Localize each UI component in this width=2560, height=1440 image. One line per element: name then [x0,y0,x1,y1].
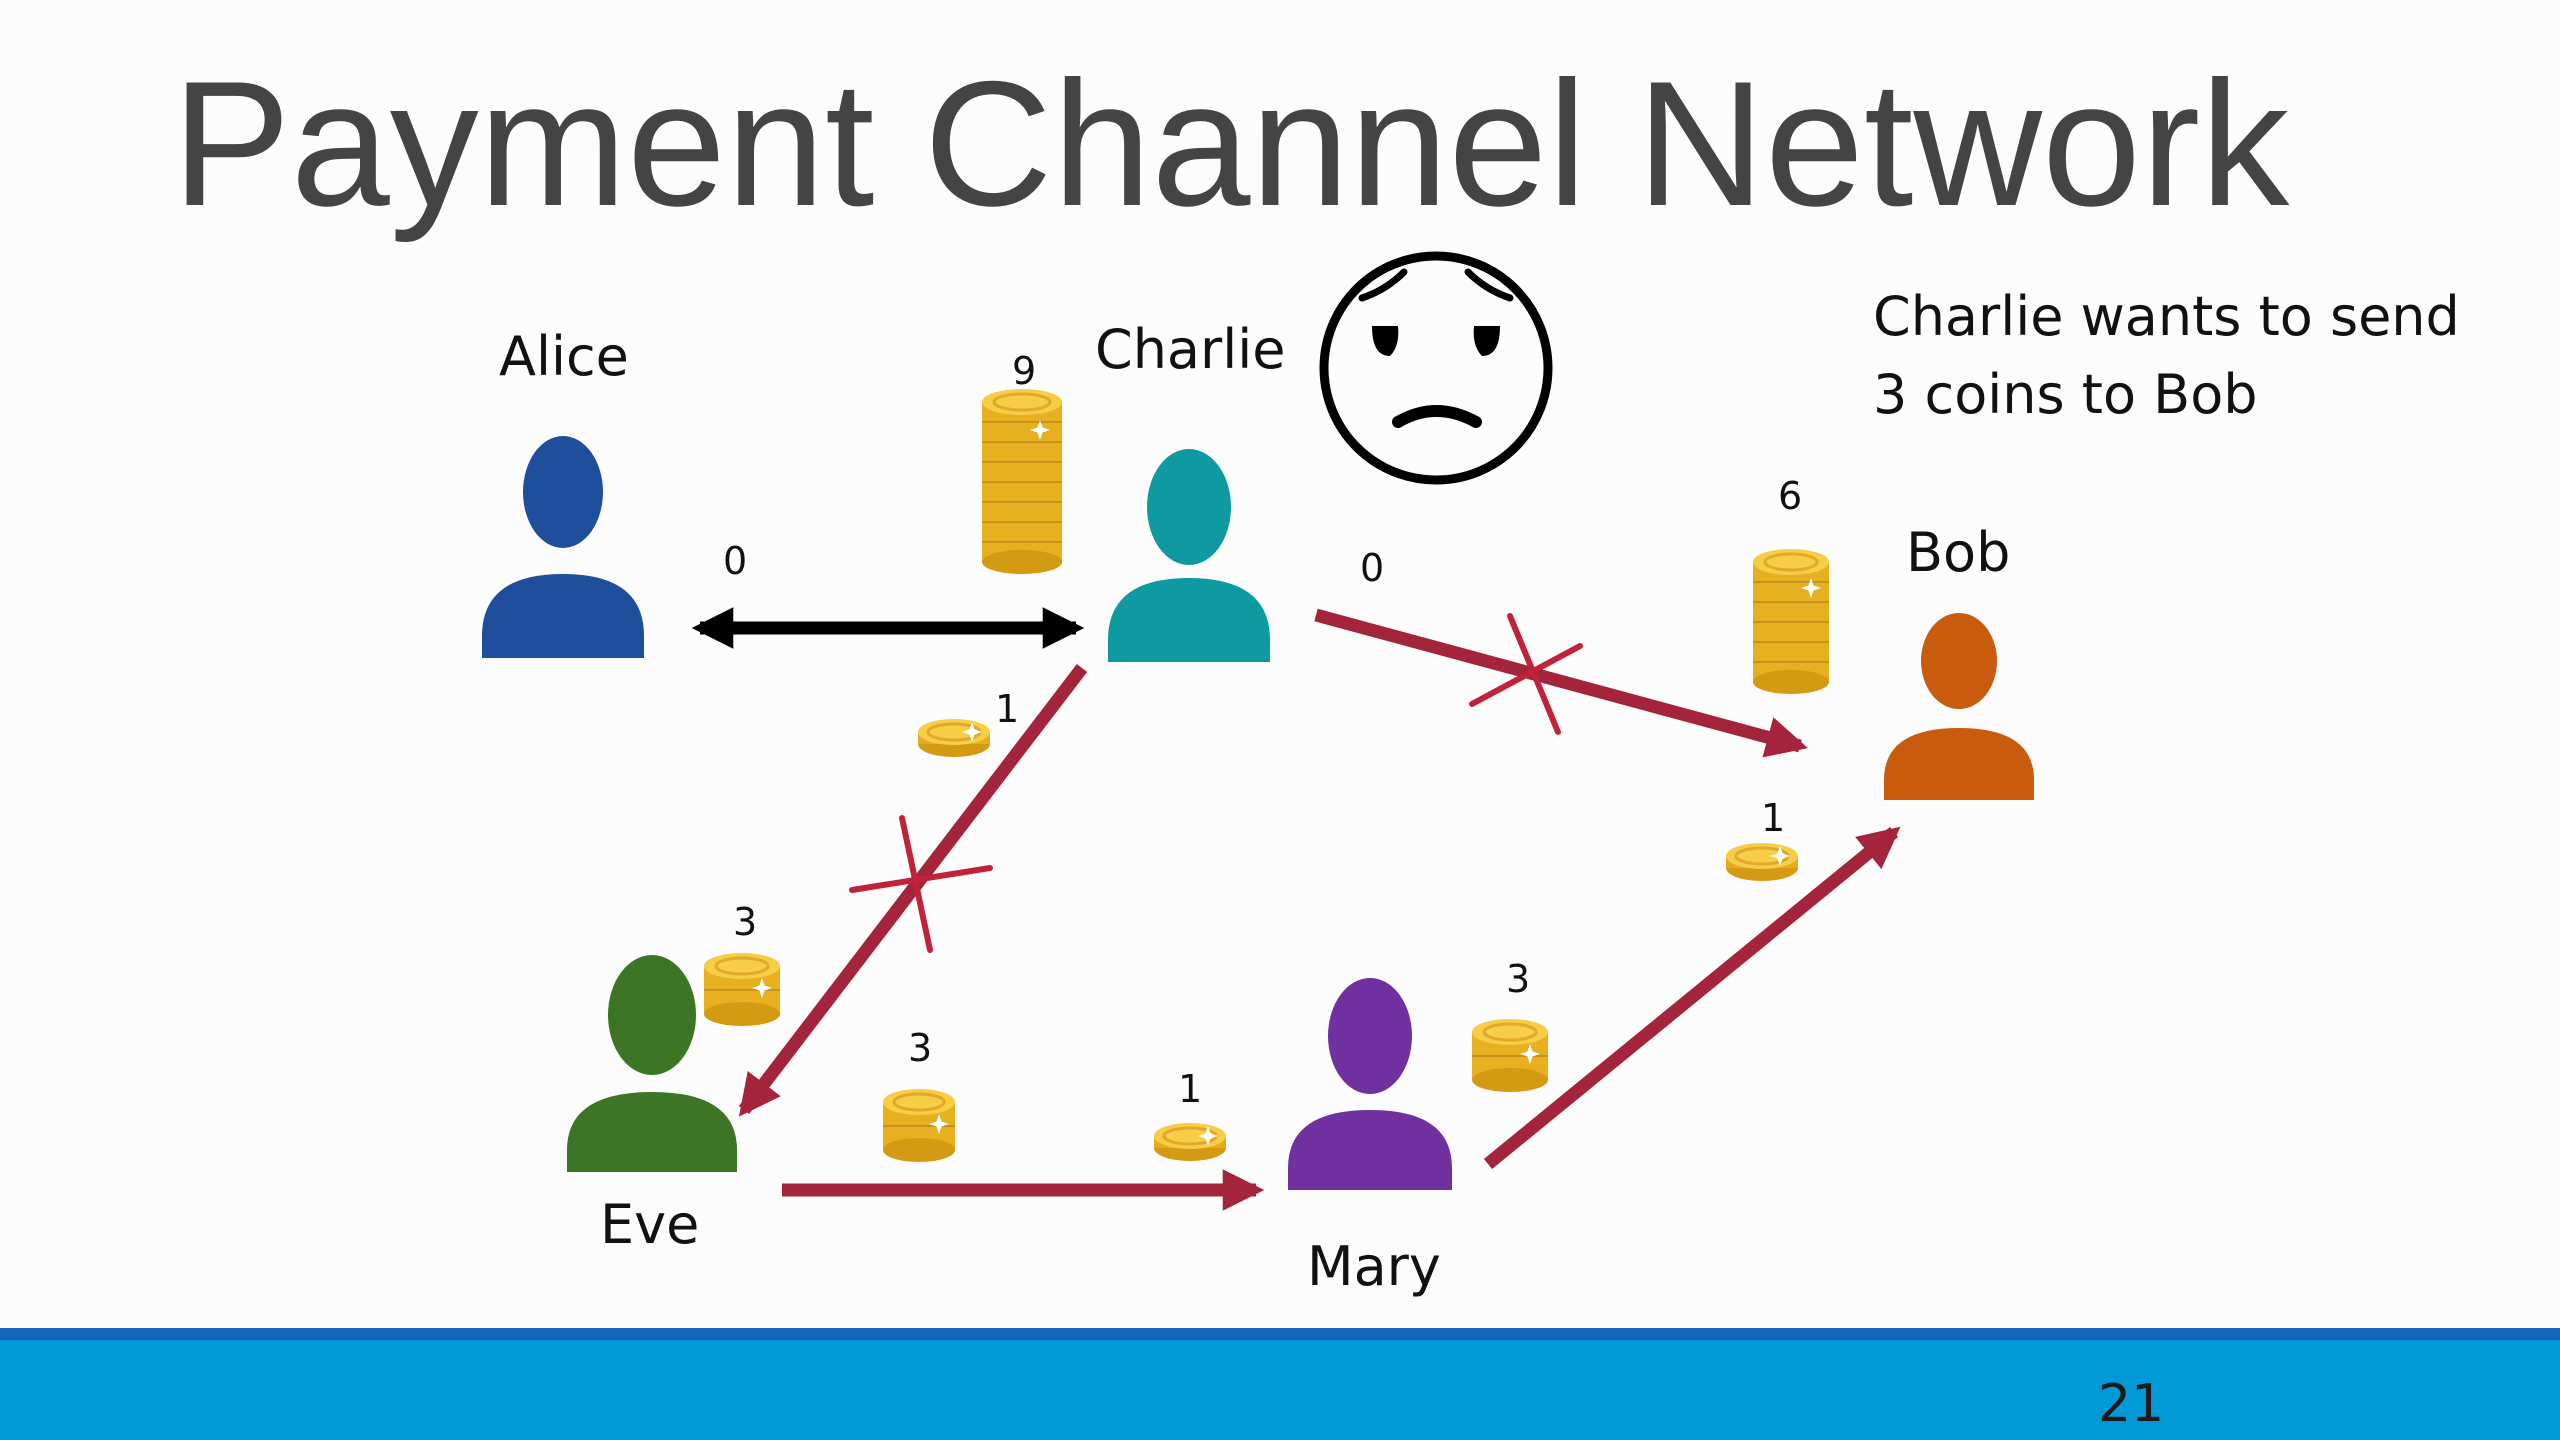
balance-label: 0 [1360,546,1385,590]
node-label-eve: Eve [600,1193,700,1256]
scenario-note-line: Charlie wants to send [1873,285,2460,348]
balance-label: 1 [1178,1067,1203,1111]
footer-bar [0,1340,2560,1440]
person-icon [1288,978,1452,1190]
balance-label: 0 [723,539,748,583]
balance-label: 6 [1778,474,1803,518]
coin-icon [1724,841,1800,883]
balance-label: 9 [1012,349,1037,393]
scenario-note-line: 3 coins to Bob [1873,363,2258,427]
blocked-cross-icon [849,815,993,953]
page-number: 21 [2098,1374,2165,1434]
node-label-bob: Bob [1906,521,2011,584]
person-icon [567,955,737,1172]
coin-icon [1152,1121,1228,1163]
coin-icon [916,717,992,759]
coin-stack-icon [982,389,1062,574]
coin-stack-icon [1753,549,1829,694]
person-icon [1108,449,1270,662]
node-label-charlie: Charlie [1095,318,1286,381]
blocked-cross-icon [1469,613,1583,735]
person-icon [1884,613,2034,800]
coin-stack-icon [1472,1019,1548,1092]
coin-stack-icon [704,953,780,1026]
channel-mary-bob-arrow [1483,826,1901,1170]
footer-divider [0,1328,2560,1340]
balance-label: 3 [1506,957,1531,1001]
coin-stack-icon [883,1089,955,1162]
balance-label: 1 [995,687,1020,731]
worried-face-icon [1319,251,1553,485]
balance-label: 3 [908,1026,933,1070]
channel-charlie-bob-arrow [1314,608,1809,758]
channel-charlie-eve-arrow [738,664,1088,1117]
balance-label: 3 [733,900,758,944]
scenario-note: Charlie wants to send 3 coins to Bob [1873,278,2460,435]
node-label-alice: Alice [499,325,629,388]
slide-title: Payment Channel Network [172,44,2290,243]
node-label-mary: Mary [1307,1235,1441,1298]
balance-label: 1 [1761,796,1786,840]
person-icon [482,436,644,658]
